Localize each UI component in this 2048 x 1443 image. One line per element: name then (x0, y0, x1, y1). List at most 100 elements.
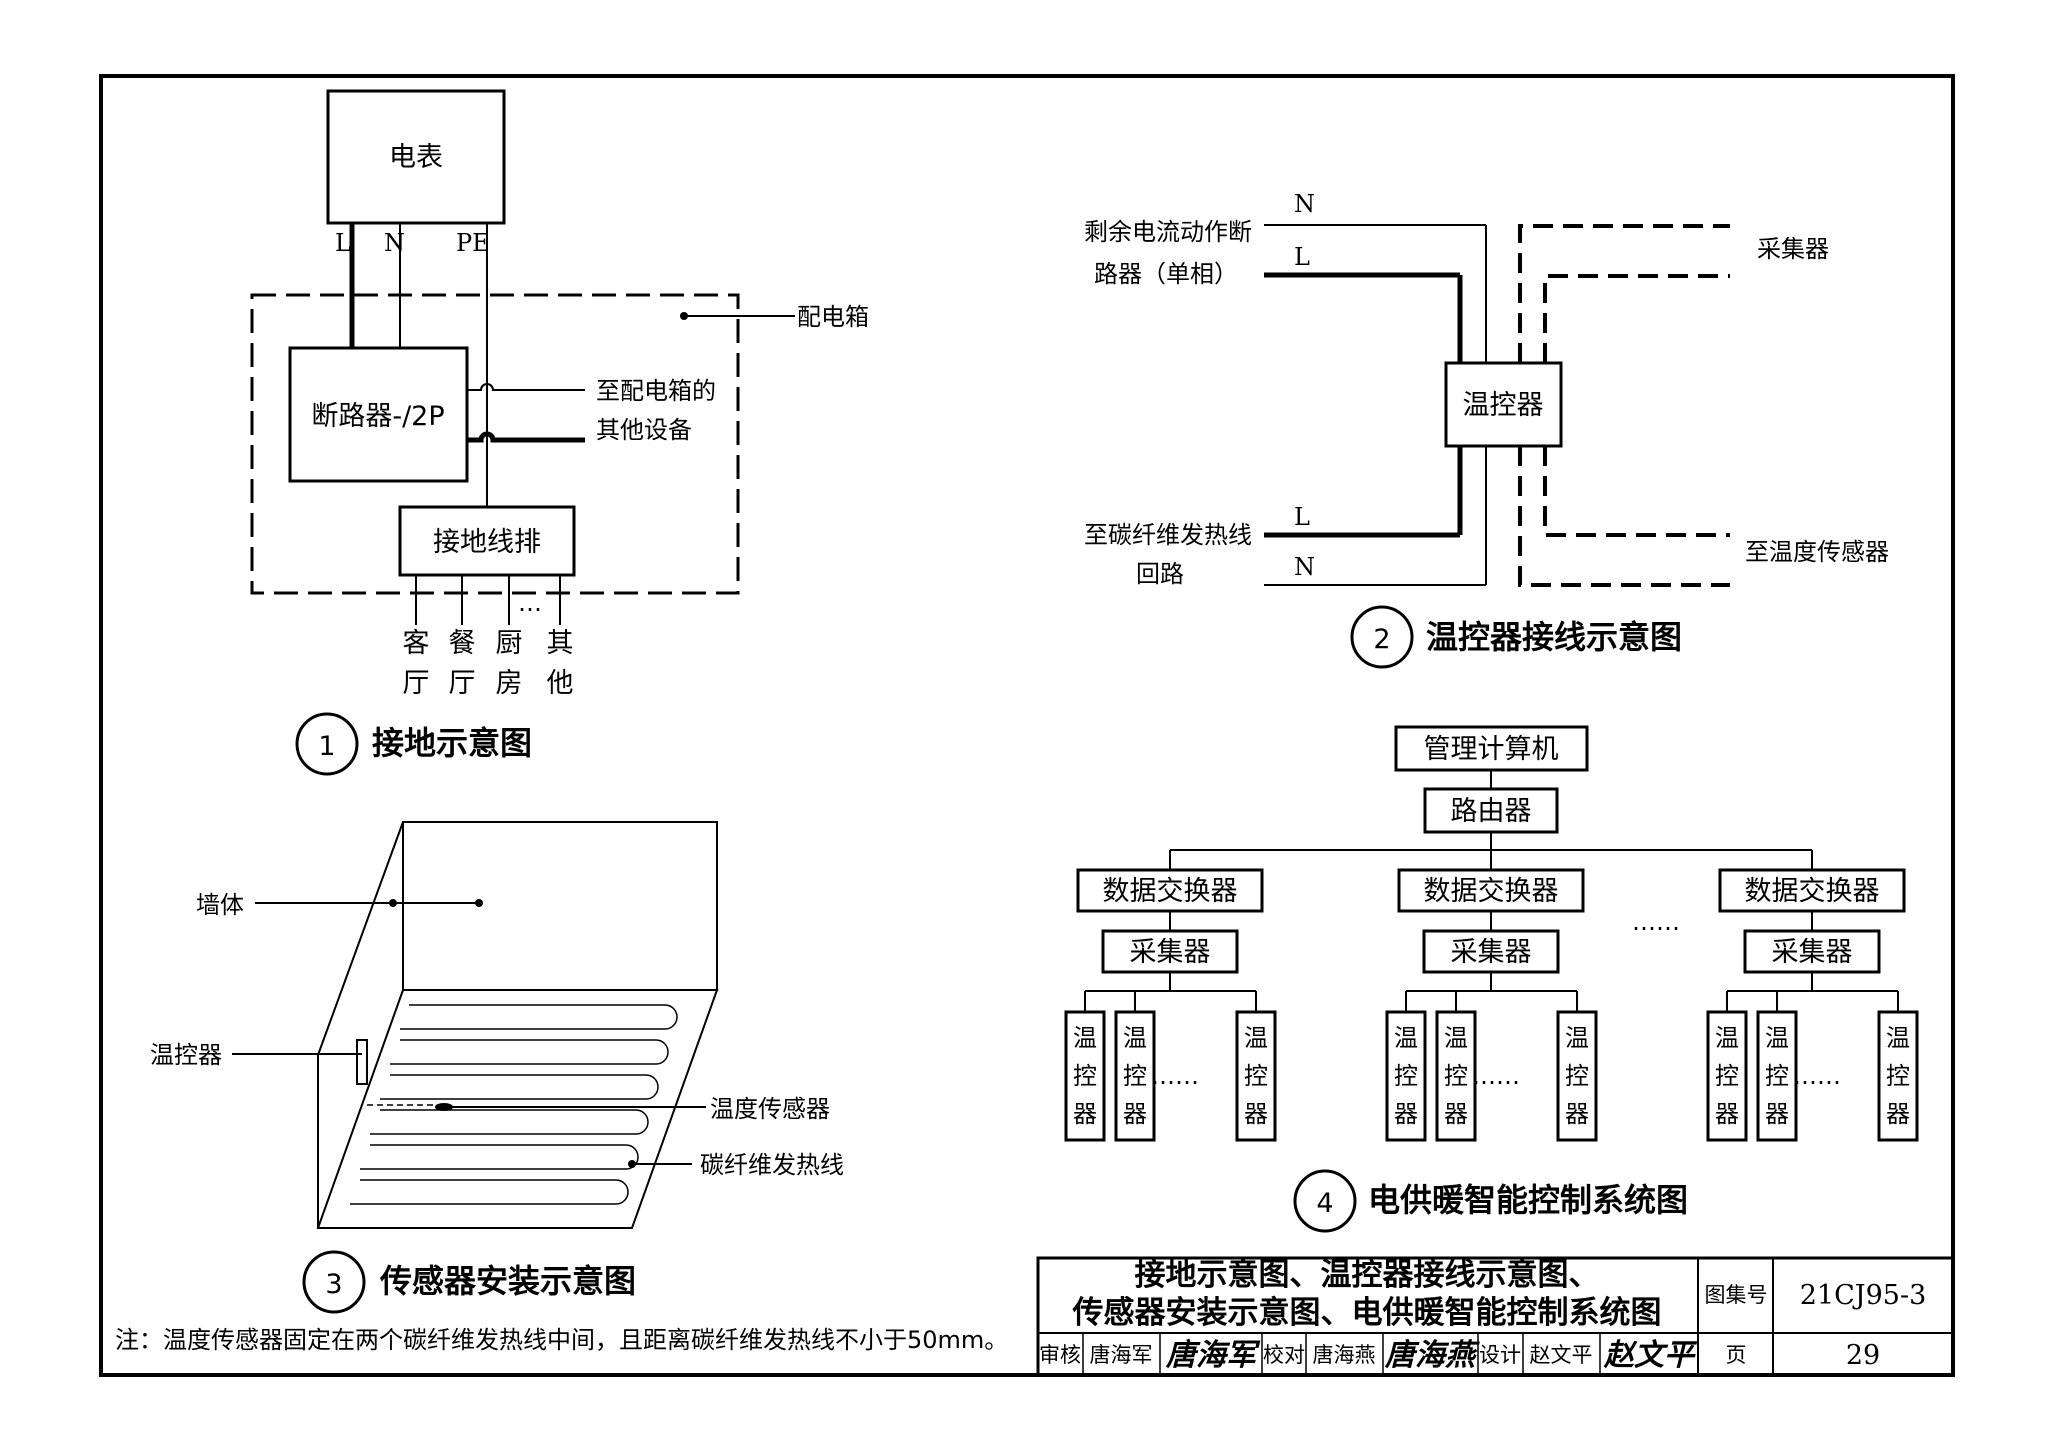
thermostat-unit-char: 器 (1886, 1100, 1910, 1128)
thermostat-unit-box (1385, 1010, 1427, 1142)
distribution-box-label: 配电箱 (797, 303, 869, 331)
collector-label: 采集器 (1451, 937, 1532, 968)
room-living-1: 客 (403, 628, 430, 659)
thermostat-unit-char: 控 (1244, 1062, 1268, 1090)
thermostat-label: 温控器 (1463, 390, 1544, 421)
temp-sensor-label-3: 温度传感器 (710, 1095, 830, 1123)
thermostat-unit-box (1064, 1010, 1106, 1142)
figure-4-title: 电供暖智能控制系统图 (1368, 1181, 1688, 1219)
collector-label: 采集器 (1130, 937, 1211, 968)
thermostat-on-wall (356, 1039, 368, 1085)
thermostat-unit-char: 温 (1244, 1024, 1268, 1052)
thermostat-unit-char: 器 (1394, 1100, 1418, 1128)
figure-1-title: 接地示意图 (372, 724, 532, 762)
thermostat-unit-char: 控 (1123, 1062, 1147, 1090)
figure-3-number: 3 (325, 1269, 342, 1300)
figure-1-number-circle (295, 712, 359, 776)
wire-N-bottom-label: N (1294, 553, 1315, 581)
temp-sensor-label: 至温度传感器 (1745, 538, 1889, 566)
design-label: 设计 (1479, 1343, 1521, 1367)
thermostats-ellipsis: …… (1472, 1062, 1520, 1090)
figure-2-number-circle (1350, 605, 1414, 669)
drawing-title-line1: 接地示意图、温控器接线示意图、 (1135, 1257, 1600, 1293)
heating-cable-loops (350, 1004, 678, 1205)
figure-2-title: 温控器接线示意图 (1426, 618, 1682, 656)
thermostat-unit-char: 温 (1886, 1024, 1910, 1052)
data-switch-label: 数据交换器 (1745, 876, 1880, 907)
thermostat-unit-char: 控 (1715, 1062, 1739, 1090)
other-equipment-line1: 至配电箱的 (596, 377, 716, 405)
reviewer-signature: 唐海军 (1165, 1338, 1261, 1373)
wire-label-N: N (384, 229, 405, 257)
wire-N-top-label: N (1294, 190, 1315, 218)
meter-box (326, 89, 506, 225)
thermostat-unit-char: 控 (1394, 1062, 1418, 1090)
thermostats-ellipsis: …… (1793, 1062, 1841, 1090)
figure-1-number: 1 (318, 731, 335, 762)
thermostat-unit-char: 器 (1123, 1100, 1147, 1128)
room-kitchen-2: 房 (496, 668, 523, 699)
drawing-title-line2: 传感器安装示意图、电供暖智能控制系统图 (1072, 1295, 1662, 1331)
thermostat-unit-box (1877, 1010, 1919, 1142)
thermostat-unit-char: 控 (1565, 1062, 1589, 1090)
thermostat-unit-char: 温 (1394, 1024, 1418, 1052)
thermostat-unit-char: 温 (1444, 1024, 1468, 1052)
thermostat-unit-box (1435, 1010, 1477, 1142)
thermostat-unit-char: 温 (1765, 1024, 1789, 1052)
checker-name: 唐海燕 (1313, 1343, 1376, 1367)
meter-label: 电表 (389, 142, 443, 173)
heating-loop-line2: 回路 (1136, 560, 1184, 588)
collector-label: 采集器 (1757, 235, 1829, 263)
thermostat-unit-box (1235, 1010, 1277, 1142)
page-number: 29 (1846, 1340, 1880, 1371)
ground-bar-ellipsis: … (518, 589, 542, 617)
thermostat-unit-char: 器 (1073, 1100, 1097, 1128)
data-switch-label: 数据交换器 (1424, 876, 1559, 907)
thermostat-unit-box (1706, 1010, 1748, 1142)
rcd-label-line2: 路器（单相） (1094, 260, 1238, 288)
ground-bar-label: 接地线排 (433, 527, 541, 558)
thermostat-label-3: 温控器 (150, 1041, 222, 1069)
distribution-box-outline (250, 293, 740, 595)
thermostat-unit-char: 控 (1886, 1062, 1910, 1090)
thermostat-unit-box (1114, 1010, 1156, 1142)
floor-plane (316, 989, 719, 1229)
thermostat-unit-char: 器 (1715, 1100, 1739, 1128)
wire-label-L: L (335, 229, 351, 257)
heating-loop-line1: 至碳纤维发热线 (1084, 521, 1252, 549)
thermostat-unit-char: 控 (1765, 1062, 1789, 1090)
thermostat-unit-char: 温 (1715, 1024, 1739, 1052)
router-label: 路由器 (1451, 796, 1532, 827)
thermostat-box (1444, 361, 1563, 448)
room-dining-2: 厅 (449, 668, 476, 699)
room-other-1: 其 (547, 628, 574, 659)
management-computer-label: 管理计算机 (1424, 734, 1559, 765)
other-equipment-line2: 其他设备 (596, 416, 692, 444)
thermostat-unit-char: 温 (1123, 1024, 1147, 1052)
figure-2-thermostat-wiring: 剩余电流动作断 路器（单相） N L 温控器 L N 至碳纤维发热线 回路 采集… (1084, 190, 1889, 669)
thermostat-unit-box (1556, 1010, 1598, 1142)
room-dining-1: 餐 (449, 628, 476, 659)
thermostat-unit-char: 温 (1073, 1024, 1097, 1052)
thermostat-unit-char: 控 (1444, 1062, 1468, 1090)
figure-4-number: 4 (1316, 1188, 1333, 1219)
collector-label: 采集器 (1772, 937, 1853, 968)
figure-1-grounding: 电表 L N PE 配电箱 断路器-/2P 至配电箱的 其他设备 接地线排 … … (250, 89, 869, 776)
designer-signature: 赵文平 (1603, 1338, 1698, 1373)
checker-signature: 唐海燕 (1384, 1338, 1480, 1373)
breaker-box (288, 346, 469, 483)
thermostat-unit-char: 器 (1565, 1100, 1589, 1128)
data-switch-label: 数据交换器 (1103, 876, 1238, 907)
page-label: 页 (1726, 1343, 1747, 1367)
designer-name: 赵文平 (1530, 1343, 1593, 1367)
atlas-number-label: 图集号 (1705, 1283, 1768, 1307)
room-other-2: 他 (547, 668, 574, 699)
thermostat-unit-box (1756, 1010, 1798, 1142)
room-kitchen-1: 厨 (496, 628, 523, 659)
figure-3-number-circle (302, 1250, 366, 1314)
breaker-label: 断路器-/2P (311, 401, 444, 432)
wire-L-top-label: L (1294, 243, 1310, 271)
thermostat-unit-char: 控 (1073, 1062, 1097, 1090)
rcd-label-line1: 剩余电流动作断 (1084, 218, 1252, 246)
